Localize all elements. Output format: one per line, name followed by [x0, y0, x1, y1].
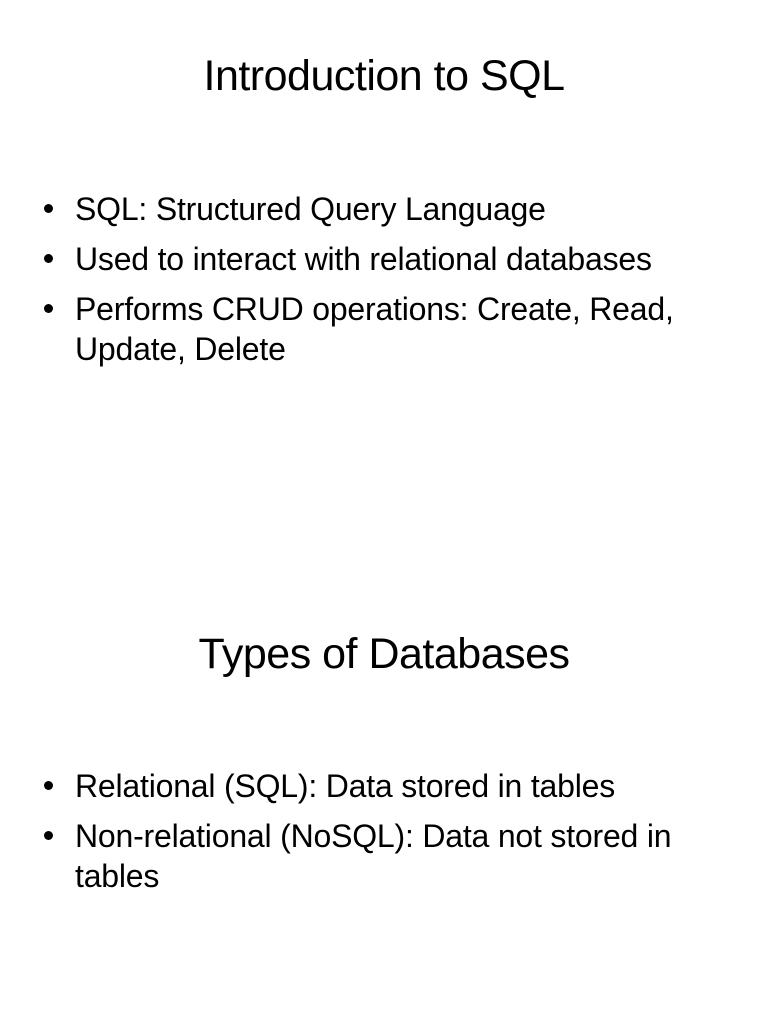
bullet-text: Non-relational (NoSQL): Data not stored … [75, 818, 672, 894]
slide-1-title: Introduction to SQL [203, 52, 566, 100]
bullet-item: Non-relational (NoSQL): Data not stored … [44, 816, 672, 896]
bullet-dot-icon [44, 204, 53, 213]
bullet-text: SQL: Structured Query Language [75, 191, 546, 227]
bullet-dot-icon [44, 831, 53, 840]
bullet-item: Relational (SQL): Data stored in tables [44, 766, 671, 806]
slide-2-bullet-list: Relational (SQL): Data stored in tables … [44, 766, 672, 906]
slide-1-bullet-list: SQL: Structured Query Language Used to i… [44, 189, 674, 379]
bullet-item: SQL: Structured Query Language [44, 189, 674, 229]
bullet-text: Performs CRUD operations: Create, Read, … [75, 291, 674, 367]
slide-types-of-databases: Types of Databases Relational (SQL): Dat… [0, 512, 768, 1024]
bullet-dot-icon [44, 254, 53, 263]
bullet-item: Used to interact with relational databas… [44, 239, 674, 279]
bullet-dot-icon [44, 304, 53, 313]
slide-intro-to-sql: Introduction to SQL SQL: Structured Quer… [44, 52, 674, 379]
bullet-dot-icon [44, 781, 53, 790]
slide-2-title: Types of Databases [198, 630, 570, 678]
bullet-text: Relational (SQL): Data stored in tables [75, 768, 616, 804]
bullet-text: Used to interact with relational databas… [75, 241, 652, 277]
bullet-item: Performs CRUD operations: Create, Read, … [44, 289, 674, 369]
